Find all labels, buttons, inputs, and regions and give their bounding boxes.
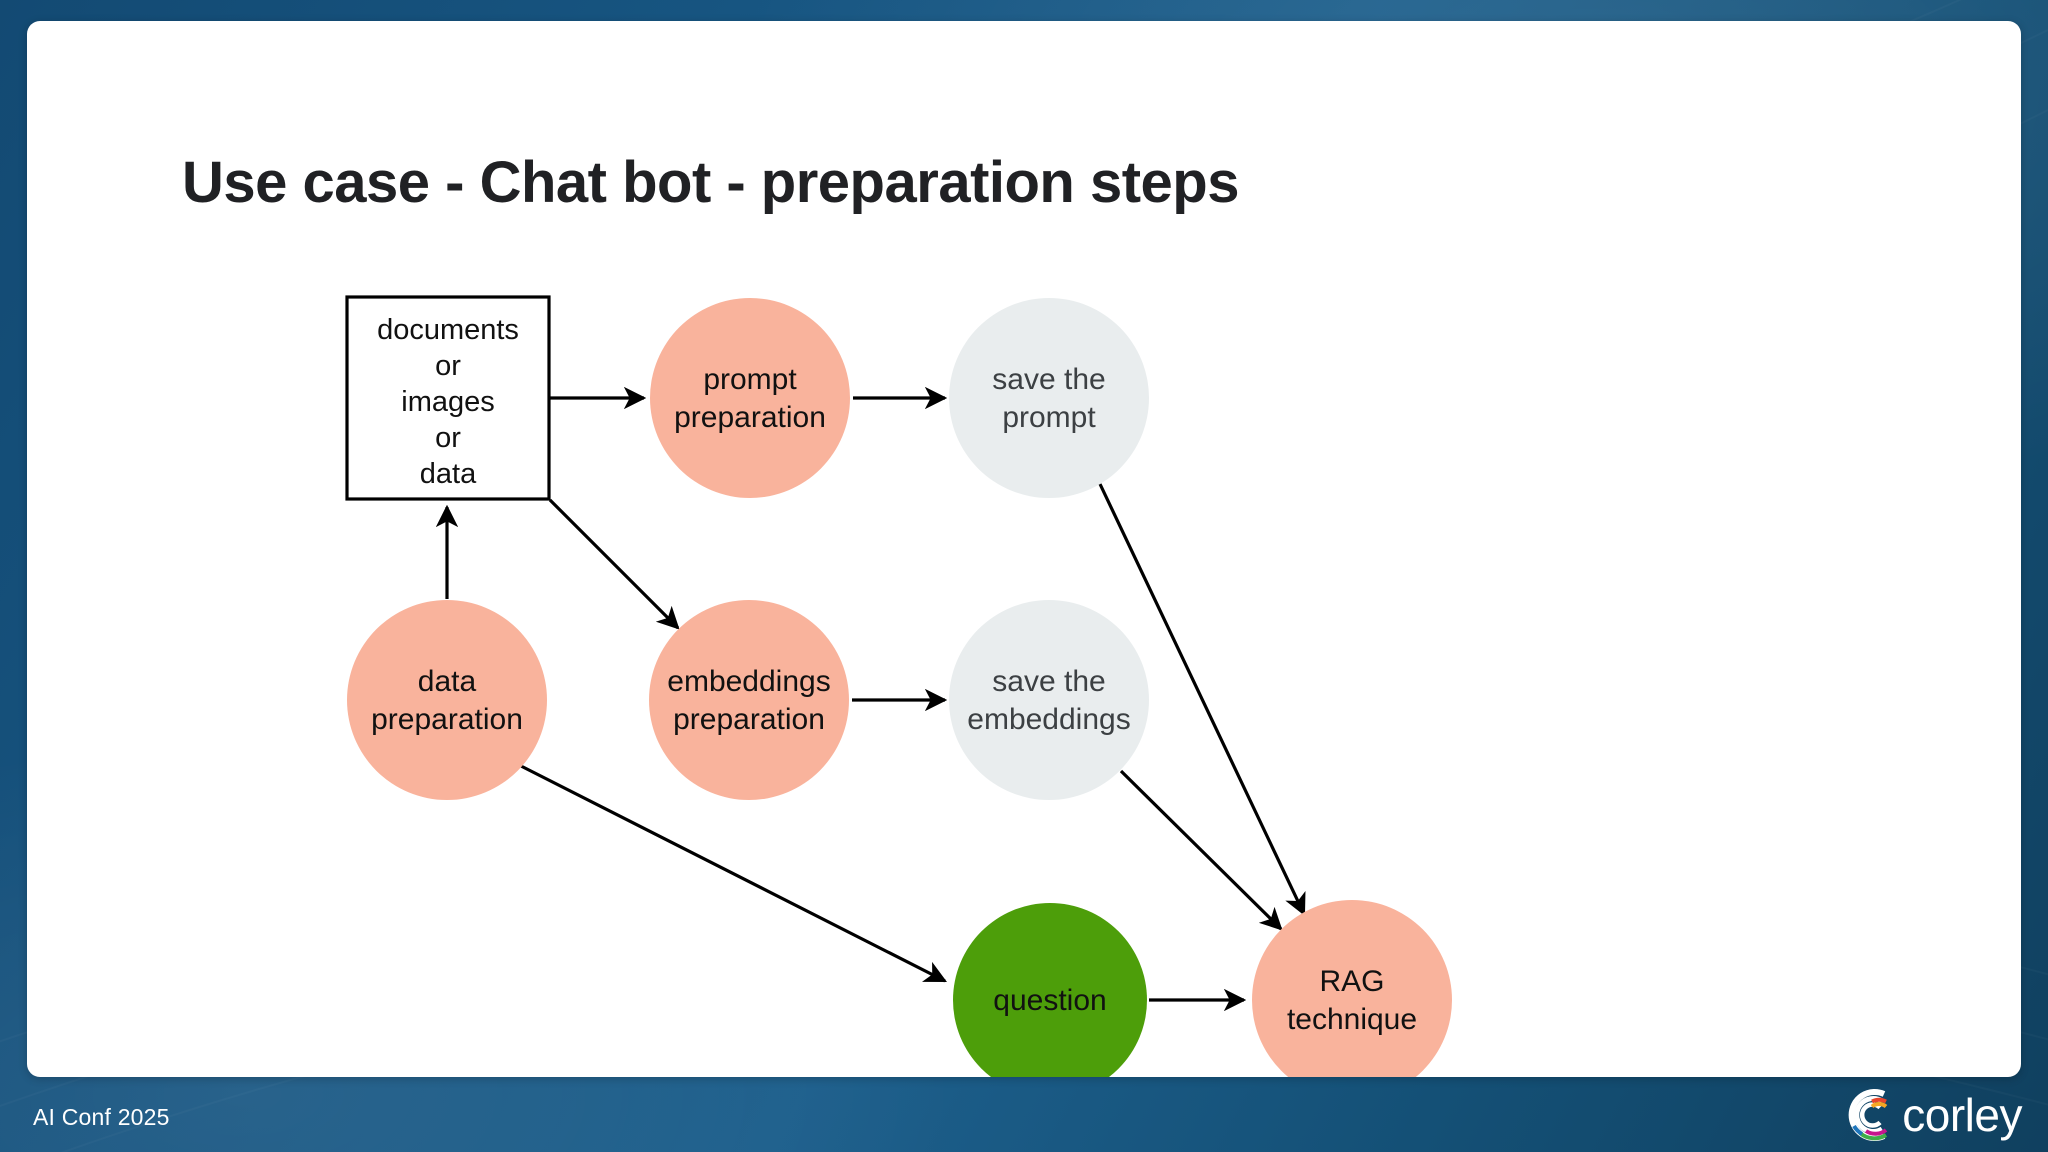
node-rag-technique-line-0: RAG [1319, 965, 1384, 998]
node-question-line-0: question [993, 984, 1106, 1017]
node-embeddings-preparation-line-1: preparation [673, 703, 825, 736]
node-rag-technique-line-1: technique [1287, 1003, 1417, 1036]
node-sources-line-0: documents [377, 314, 519, 346]
node-sources-line-4: data [420, 458, 477, 490]
node-save-the-prompt[interactable]: save the prompt [949, 298, 1149, 498]
node-rag-technique[interactable]: RAG technique [1252, 900, 1452, 1077]
node-data-preparation-shape [347, 600, 547, 800]
node-question-shape [953, 903, 1147, 1077]
node-embeddings-preparation[interactable]: embeddings preparation [649, 600, 849, 800]
edge-save-prompt-to-rag [1098, 483, 1306, 917]
node-sources-line-3: or [435, 422, 461, 454]
node-sources[interactable]: documents or images or data [345, 295, 551, 501]
node-question[interactable]: question [953, 903, 1147, 1077]
node-embeddings-preparation-line-0: embeddings [667, 665, 830, 698]
node-save-the-embeddings[interactable]: save the embeddings [949, 600, 1149, 800]
node-prompt-preparation[interactable]: prompt preparation [650, 298, 850, 498]
footer-event-label: AI Conf 2025 [33, 1104, 170, 1130]
page-title: Use case - Chat bot - preparation steps [182, 150, 1239, 215]
edge-data-prep-to-question [520, 764, 947, 983]
node-rag-technique-shape [1252, 900, 1452, 1077]
node-save-the-embeddings-line-0: save the [992, 665, 1105, 698]
edge-layer [435, 386, 1306, 1012]
node-data-preparation-line-1: preparation [371, 703, 523, 736]
node-prompt-preparation-line-0: prompt [703, 363, 797, 396]
node-embeddings-preparation-shape [649, 600, 849, 800]
node-sources-shape [345, 295, 551, 501]
node-prompt-preparation-shape [650, 298, 850, 498]
node-save-the-embeddings-shape [949, 600, 1149, 800]
node-sources-line-2: images [401, 386, 495, 418]
node-data-preparation[interactable]: data preparation [347, 600, 547, 800]
corley-logo: corley [1836, 1087, 2022, 1143]
node-save-the-prompt-line-0: save the [992, 363, 1105, 396]
edge-sources-to-embed-prep [548, 498, 680, 630]
node-prompt-preparation-line-1: preparation [674, 401, 826, 434]
node-data-preparation-line-0: data [418, 665, 477, 698]
corley-c-mark-icon [1848, 1089, 1888, 1141]
node-sources-line-1: or [435, 350, 461, 382]
edge-save-embed-to-rag [1119, 769, 1283, 931]
corley-logo-text: corley [1902, 1089, 2022, 1141]
flow-diagram: documents or images or data prompt prepa… [345, 295, 1452, 1077]
slide-panel: Use case - Chat bot - preparation steps [27, 21, 2021, 1077]
node-save-the-prompt-shape [949, 298, 1149, 498]
node-save-the-prompt-line-1: prompt [1002, 401, 1096, 434]
node-save-the-embeddings-line-1: embeddings [967, 703, 1130, 736]
